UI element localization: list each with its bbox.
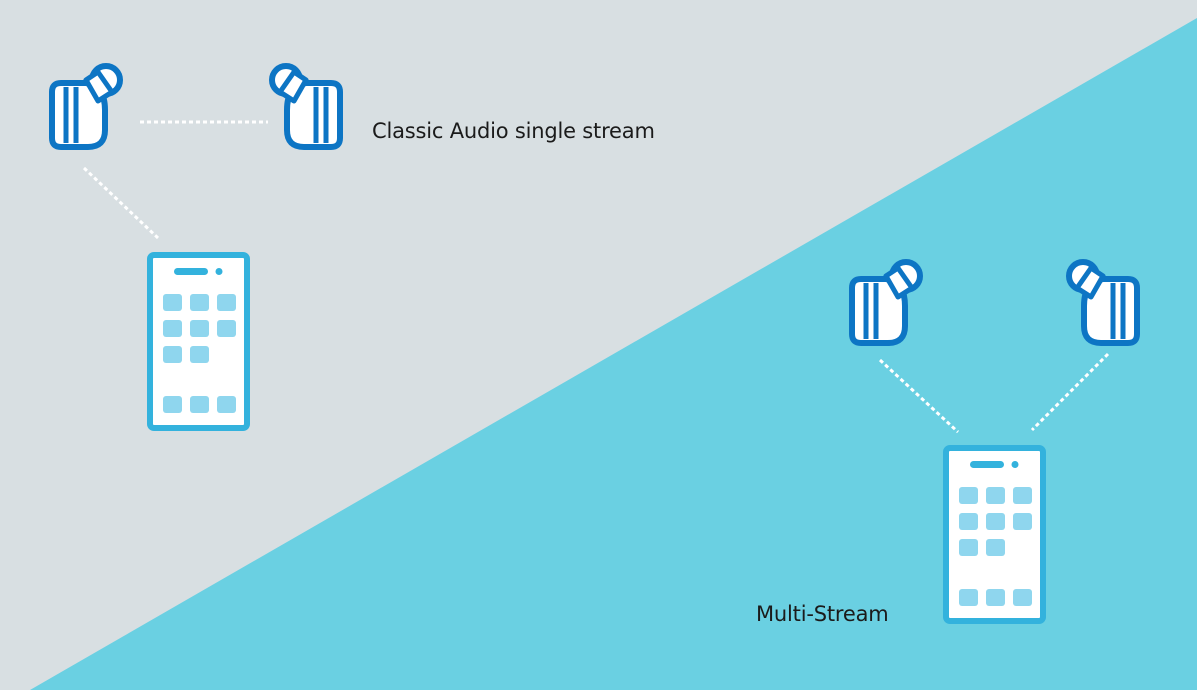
smartphone-icon bbox=[946, 448, 1043, 621]
classic-audio-label: Classic Audio single stream bbox=[372, 119, 655, 143]
phone-to-right-earbud-link bbox=[1030, 352, 1110, 432]
smartphone-icon bbox=[150, 255, 247, 428]
background-bottom-triangle bbox=[30, 18, 1197, 690]
phone-to-left-earbud-link bbox=[878, 358, 960, 434]
multi-stream-label: Multi-Stream bbox=[756, 602, 889, 626]
phone-to-earbud-link bbox=[82, 166, 160, 240]
